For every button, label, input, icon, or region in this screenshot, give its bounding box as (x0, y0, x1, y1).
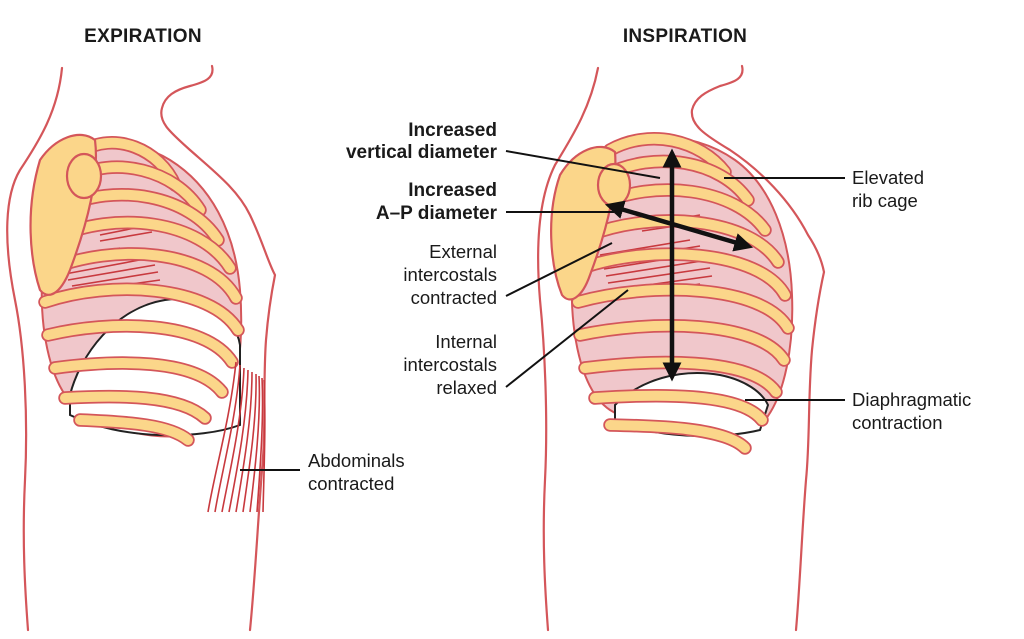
inspiration-body-outline (537, 66, 600, 632)
label-external-intercostals: External intercostals contracted (403, 241, 497, 308)
label-line: Abdominals (308, 450, 405, 471)
label-diaphragmatic-contraction: Diaphragmatic contraction (852, 389, 971, 433)
expiration-title: EXPIRATION (84, 26, 202, 47)
label-abdominals-contracted: Abdominals contracted (308, 450, 405, 494)
expiration-figure (6, 64, 277, 632)
expiration-abdominal-muscles (207, 361, 266, 513)
label-line: contracted (308, 473, 394, 494)
leader-lines (240, 150, 845, 471)
label-line: contraction (852, 412, 943, 433)
expiration-body-outline (6, 66, 64, 632)
expiration-humeral-head (65, 152, 103, 200)
label-line: A–P diameter (376, 203, 498, 224)
ap-diameter-arrow (604, 200, 754, 252)
inspiration-figure (537, 64, 826, 632)
label-line: Increased (408, 180, 497, 201)
label-line: External (429, 241, 497, 262)
label-internal-intercostals: Internal intercostals relaxed (403, 331, 497, 398)
inspiration-arrows (604, 148, 754, 382)
inspiration-back-outline (690, 64, 826, 632)
label-line: Elevated (852, 167, 924, 188)
label-elevated-rib-cage: Elevated rib cage (852, 167, 924, 211)
label-line: relaxed (436, 377, 497, 398)
inspiration-title: INSPIRATION (623, 26, 747, 47)
label-line: Internal (435, 331, 497, 352)
label-line: contracted (411, 287, 497, 308)
label-increased-vertical-diameter: Increased vertical diameter (346, 120, 498, 163)
label-line: Diaphragmatic (852, 389, 971, 410)
label-line: rib cage (852, 190, 918, 211)
label-line: Increased (408, 120, 497, 141)
label-line: vertical diameter (346, 142, 498, 163)
label-line: intercostals (403, 264, 497, 285)
label-increased-ap-diameter: Increased A–P diameter (376, 180, 498, 224)
label-line: intercostals (403, 354, 497, 375)
